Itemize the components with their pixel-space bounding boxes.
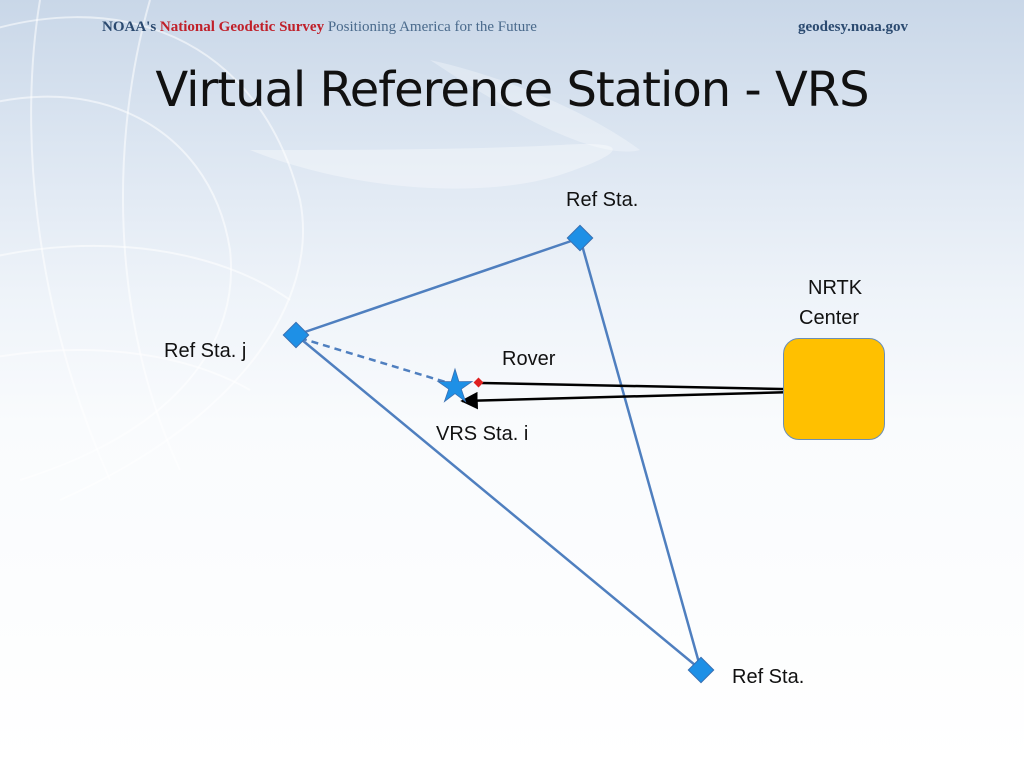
vrs-station-star-icon xyxy=(436,367,474,403)
label-rover: Rover xyxy=(502,348,556,370)
label-ref-station-j: Ref Sta. j xyxy=(164,340,247,362)
label-nrtk-center: Center xyxy=(799,307,860,329)
arrow-rover-to-nrtk xyxy=(481,380,834,399)
edge-left-top xyxy=(295,236,581,337)
ref-station-top-marker xyxy=(566,224,594,252)
slide-title: Virtual Reference Station - VRS xyxy=(155,62,869,118)
slide-header: NOAA's National Geodetic Survey Position… xyxy=(0,0,1024,60)
ref-station-bottom-marker xyxy=(687,656,715,684)
header-tagline: Positioning America for the Future xyxy=(327,19,537,35)
nrtk-center-box xyxy=(783,338,885,440)
rover-marker-icon xyxy=(473,377,484,388)
header-site-url: geodesy.noaa.gov xyxy=(798,19,909,35)
dashed-link-ref-to-vrs xyxy=(299,336,453,386)
label-ref-station-bottom: Ref Sta. xyxy=(732,666,805,688)
edge-left-bottom xyxy=(295,334,702,671)
label-ref-station-top: Ref Sta. xyxy=(566,189,639,211)
header-survey-name: National Geodetic Survey xyxy=(159,19,325,35)
header-branding: NOAA's National Geodetic Survey Position… xyxy=(102,19,537,36)
label-vrs-station: VRS Sta. i xyxy=(436,423,529,445)
ref-station-j-marker xyxy=(282,321,310,349)
edge-top-bottom xyxy=(578,237,703,671)
label-nrtk: NRTK xyxy=(808,277,863,299)
arrow-nrtk-to-vrs xyxy=(460,389,833,410)
header-org: NOAA's xyxy=(102,19,157,35)
